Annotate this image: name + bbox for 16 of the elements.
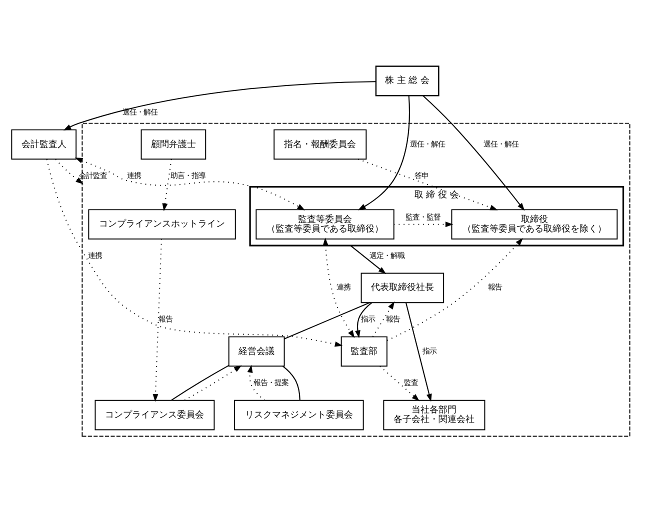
- edge-label: 監査・監督: [405, 212, 440, 222]
- edge-label: 答申: [414, 171, 429, 180]
- edge-label: 連携: [126, 171, 141, 180]
- edge-label: 報告: [488, 282, 502, 292]
- edge-label: 報告: [386, 314, 400, 324]
- edge-label: 連携: [336, 282, 350, 292]
- edge-label: 選任・解任: [410, 139, 446, 148]
- edge-label: 指示: [422, 346, 437, 356]
- edge-label: 報告: [158, 314, 173, 324]
- edge-label: 助言・指導: [170, 171, 206, 180]
- edge-label: 指示: [360, 314, 375, 324]
- edge-label: 選任・解任: [484, 139, 519, 148]
- edge-label: 監査: [404, 378, 418, 388]
- edge-label: 連携: [88, 250, 102, 260]
- edge-label: 報告・提案: [254, 378, 289, 388]
- edge-label: 選定・解職: [369, 250, 404, 260]
